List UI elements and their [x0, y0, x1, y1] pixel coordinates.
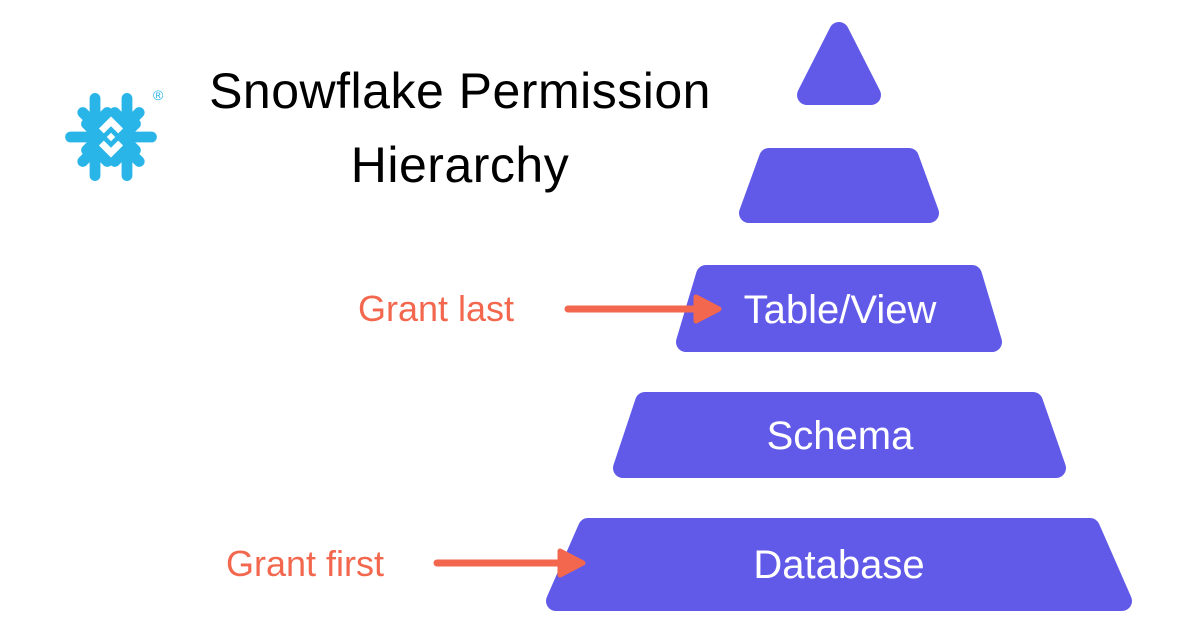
pyramid-level-labels: Table/View Schema Database [744, 288, 937, 587]
registered-trademark-symbol: ® [153, 87, 164, 103]
grant-first-annotation: Grant first [226, 543, 586, 584]
grant-last-label: Grant last [358, 288, 514, 329]
database-label: Database [753, 543, 924, 587]
title-line-1: Snowflake Permission [209, 63, 711, 119]
pyramid-level-3-table-view-shape [676, 265, 1002, 352]
grant-first-arrow-head [557, 548, 586, 578]
snowflake-center-diamond [100, 126, 122, 148]
snowflake-icon [65, 93, 157, 181]
pyramid-level-5-database-shape [546, 518, 1132, 611]
grant-first-label: Grant first [226, 543, 384, 584]
pyramid-level-1-shape [797, 22, 881, 105]
title-line-2: Hierarchy [350, 137, 570, 193]
pyramid-levels [546, 22, 1132, 611]
snowflake-arms [65, 93, 157, 181]
grant-last-arrow-head [693, 294, 722, 324]
schema-label: Schema [767, 414, 914, 458]
pyramid-level-2-shape [739, 148, 939, 223]
snowflake-arm-chevron [81, 118, 106, 156]
page-title: Snowflake Permission Hierarchy [160, 54, 760, 202]
pyramid-level-4-schema-shape [613, 392, 1066, 478]
snowflake-arm-chevron [116, 118, 141, 156]
table-view-label: Table/View [744, 288, 937, 332]
snowflake-logo: ® [64, 87, 163, 184]
grant-last-annotation: Grant last [358, 288, 722, 329]
